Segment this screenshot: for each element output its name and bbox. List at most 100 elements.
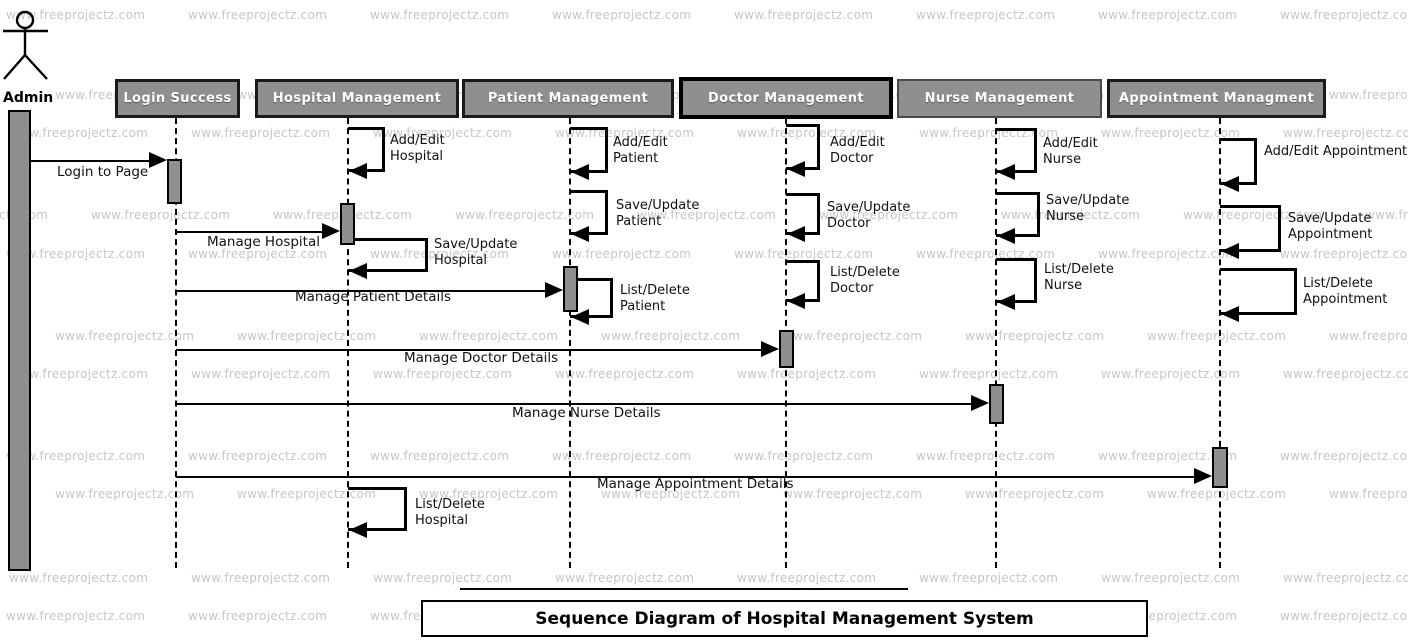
message-arrowhead-manage-hospital — [322, 223, 340, 239]
admin-actor-label: Admin — [3, 90, 54, 106]
lifeline-box-hospital-management: Hospital Management — [255, 79, 459, 118]
self-message-list-delete-appointment — [1220, 268, 1297, 315]
diagram-title: Sequence Diagram of Hospital Management … — [535, 608, 1034, 629]
watermark-text: www.freeprojectz.com — [237, 487, 377, 501]
self-message-save-update-patient — [570, 190, 608, 235]
watermark-text: www.freeprojectz.com — [188, 8, 328, 22]
watermark-text: www.freeprojectz.com — [783, 329, 923, 343]
lifeline-nurse-management — [995, 118, 997, 568]
watermark-text: www.freeprojectz.com — [965, 487, 1105, 501]
watermark-text: www.freeprojectz.com — [555, 367, 695, 381]
activation-appointment-managment — [1212, 447, 1228, 488]
watermark-text: www.freeprojectz.com — [91, 208, 231, 222]
lifeline-box-login-success: Login Success — [115, 79, 240, 118]
watermark-text: www.freeprojectz.com — [1101, 367, 1241, 381]
self-message-arrowhead-save-update-hospital — [349, 263, 367, 279]
message-line-manage-appointment-details — [176, 476, 1198, 478]
lifeline-label-hospital-management: Hospital Management — [272, 91, 442, 106]
watermark-text: www.freeprojectz.com — [1280, 609, 1408, 623]
watermark-text: www.freeprojectz.com — [601, 487, 741, 501]
message-arrowhead-manage-nurse-details — [971, 395, 989, 411]
self-message-label-save-update-patient: Save/Update Patient — [616, 198, 700, 229]
lifeline-label-doctor-management: Doctor Management — [707, 90, 864, 106]
message-line-login-to-page — [31, 160, 153, 162]
watermark-text: www.freeprojectz.com — [552, 247, 692, 261]
watermark-text: www.freeprojectz.com — [373, 367, 513, 381]
watermark-text: www.freeprojectz.com — [1283, 126, 1408, 140]
activation-doctor-management — [779, 330, 794, 368]
watermark-text: www.freeprojectz.com — [1147, 329, 1287, 343]
message-label-manage-nurse-details: Manage Nurse Details — [512, 405, 661, 421]
self-message-arrowhead-add-edit-appointment — [1221, 176, 1239, 192]
watermark-text: www.freeprojectz.com — [1283, 367, 1408, 381]
watermark-text: www.freeprojectz.com — [734, 247, 874, 261]
self-message-label-save-update-appointment: Save/Update Appointment — [1288, 211, 1373, 242]
watermark-text: www.freeprojectz.com — [188, 247, 328, 261]
watermark-text: www.freeprojectz.com — [9, 571, 149, 585]
message-arrowhead-manage-doctor-details — [761, 341, 779, 357]
watermark-text: www.freeprojectz.com — [1280, 8, 1408, 22]
watermark-text: www.freeprojectz.com — [916, 449, 1056, 463]
self-message-label-add-edit-doctor: Add/Edit Doctor — [830, 135, 885, 166]
watermark-text: www.freeprojectz.com — [965, 329, 1105, 343]
lifeline-label-patient-management: Patient Management — [487, 91, 649, 106]
self-message-label-save-update-hospital: Save/Update Hospital — [434, 237, 518, 268]
activation-login-success — [167, 159, 182, 204]
watermark-text: www.freeprojectz.com — [373, 126, 513, 140]
lifeline-label-nurse-management: Nurse Management — [924, 91, 1075, 106]
self-message-list-delete-patient — [570, 278, 613, 318]
watermark-text: www.freeprojectz.com — [919, 367, 1059, 381]
watermark-text: www.freeprojectz.com — [188, 449, 328, 463]
watermark-text: www.freeprojectz.com — [9, 367, 149, 381]
message-line-manage-nurse-details — [176, 403, 975, 405]
self-message-arrowhead-list-delete-doctor — [787, 293, 805, 309]
watermark-text: www.freeprojectz.com — [6, 609, 146, 623]
self-message-label-list-delete-patient: List/Delete Patient — [620, 283, 690, 314]
lifeline-box-nurse-management: Nurse Management — [897, 79, 1102, 118]
self-message-list-delete-nurse — [996, 258, 1037, 303]
watermark-text: www.freeprojectz.com — [555, 571, 695, 585]
admin-actor-icon — [3, 10, 48, 80]
lifeline-appointment-managment — [1219, 118, 1221, 568]
watermark-text: www.freeprojectz.com — [188, 609, 328, 623]
watermark-text: www.freeprojectz.com — [1147, 487, 1287, 501]
watermark-text: www.freeprojectz.com — [55, 487, 195, 501]
activation-patient-management — [563, 266, 578, 312]
watermark-text: www.freeprojectz.com — [237, 329, 377, 343]
watermark-text: www.freeprojectz.com — [919, 126, 1059, 140]
self-message-arrowhead-add-edit-doctor — [787, 161, 805, 177]
message-arrowhead-manage-appointment-details — [1194, 468, 1212, 484]
watermark-text: www.freeprojectz.com — [1329, 329, 1408, 343]
activation-nurse-management — [989, 384, 1004, 424]
activation-hospital-management — [340, 203, 355, 245]
watermark-text: www.freeprojectz.com — [373, 571, 513, 585]
watermark-text: www.freeprojectz.com — [55, 329, 195, 343]
message-label-manage-patient-details: Manage Patient Details — [295, 289, 452, 305]
watermark-text: www.freeprojectz.com — [370, 247, 510, 261]
watermark-text: www.freeprojectz.com — [1098, 8, 1238, 22]
self-message-arrowhead-list-delete-hospital — [349, 522, 367, 538]
message-arrowhead-login-to-page — [149, 152, 167, 168]
watermark-text: www.freeprojectz.com — [6, 8, 146, 22]
watermark-text: www.freeprojectz.com — [734, 449, 874, 463]
separator-line — [460, 588, 908, 590]
lifeline-patient-management — [569, 118, 571, 568]
watermark-text: www.freeprojectz.com — [552, 8, 692, 22]
watermark-text: www.freeprojectz.com — [1365, 208, 1408, 222]
lifeline-box-patient-management: Patient Management — [462, 79, 674, 118]
message-line-manage-doctor-details — [176, 349, 765, 351]
self-message-label-add-edit-hospital: Add/Edit Hospital — [390, 133, 445, 164]
watermark-text: www.freeprojectz.com — [419, 487, 559, 501]
watermark-text: www.freeprojectz.com — [737, 367, 877, 381]
watermark-text: www.freeprojectz.com — [6, 247, 146, 261]
self-message-arrowhead-save-update-patient — [571, 226, 589, 242]
self-message-label-save-update-doctor: Save/Update Doctor — [827, 200, 911, 231]
title-box: Sequence Diagram of Hospital Management … — [421, 600, 1148, 637]
self-message-label-list-delete-hospital: List/Delete Hospital — [415, 497, 485, 528]
self-message-label-list-delete-appointment: List/Delete Appointment — [1303, 276, 1388, 307]
watermark-text: www.freeprojectz.com — [1329, 88, 1408, 102]
watermark-text: www.freeprojectz.com — [370, 449, 510, 463]
message-arrowhead-manage-patient-details — [545, 282, 563, 298]
watermark-text: www.freeprojectz.com — [9, 126, 149, 140]
self-message-arrowhead-list-delete-nurse — [997, 294, 1015, 310]
